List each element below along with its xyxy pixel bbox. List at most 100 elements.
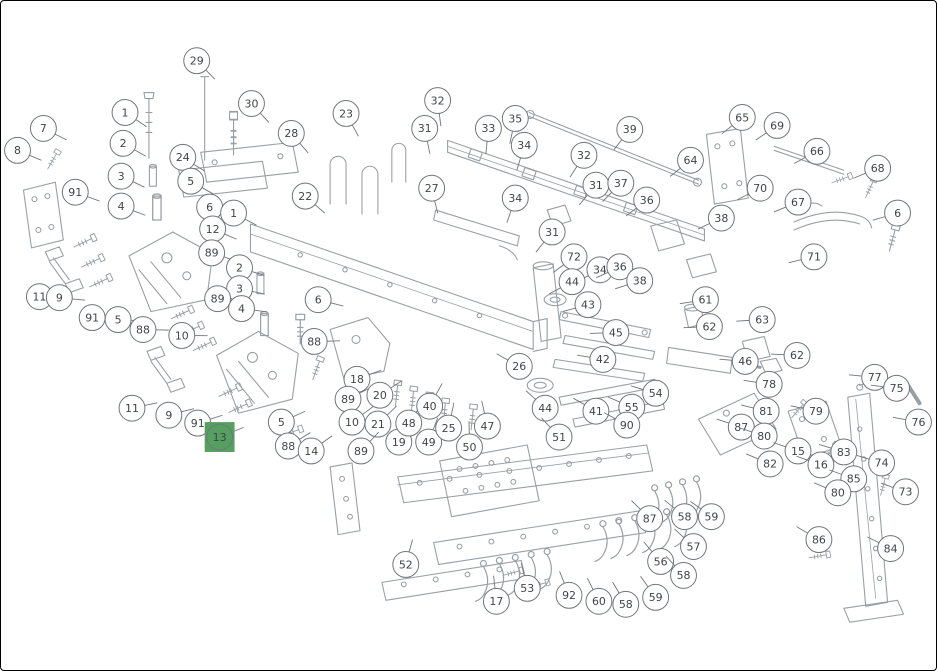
callout-38[interactable]: 38 [697, 204, 735, 232]
callout-59[interactable]: 59 [640, 576, 670, 611]
callout-78[interactable]: 78 [743, 370, 783, 398]
callout-5[interactable]: 5 [177, 167, 214, 195]
callout-11[interactable]: 11 [25, 283, 66, 311]
callout-75[interactable]: 75 [870, 374, 911, 402]
callout-56[interactable]: 56 [643, 541, 675, 575]
callout-36[interactable]: 36 [625, 186, 661, 217]
callout-28[interactable]: 28 [277, 119, 309, 154]
callout-81[interactable]: 81 [740, 397, 780, 425]
callout-7[interactable]: 7 [29, 114, 67, 142]
callout-58[interactable]: 58 [612, 581, 640, 618]
callout-42[interactable]: 42 [577, 345, 617, 373]
callout-29[interactable]: 29 [183, 47, 216, 80]
callout-20[interactable]: 20 [366, 380, 402, 409]
callout-80[interactable]: 80 [739, 422, 778, 450]
callout-47[interactable]: 47 [473, 400, 501, 440]
callout-88[interactable]: 88 [300, 328, 341, 355]
callout-23[interactable]: 23 [332, 100, 360, 137]
callout-49[interactable]: 49 [415, 417, 443, 456]
callout-13[interactable]: 13 [204, 422, 244, 452]
callout-87[interactable]: 87 [716, 413, 755, 441]
callout-82[interactable]: 82 [746, 450, 784, 478]
callout-22[interactable]: 22 [291, 182, 326, 214]
callout-91[interactable]: 91 [61, 178, 100, 206]
callout-1[interactable]: 1 [111, 99, 147, 128]
callout-91[interactable]: 91 [184, 409, 223, 437]
callout-32[interactable]: 32 [424, 87, 452, 127]
callout-68[interactable]: 68 [853, 154, 892, 182]
callout-9[interactable]: 9 [45, 284, 86, 312]
callout-31[interactable]: 31 [411, 114, 439, 154]
callout-89[interactable]: 89 [204, 285, 244, 313]
callout-32[interactable]: 32 [569, 141, 598, 178]
callout-66[interactable]: 66 [793, 137, 831, 165]
callout-27[interactable]: 27 [418, 174, 446, 214]
callout-10[interactable]: 10 [338, 406, 374, 436]
callout-45[interactable]: 45 [589, 319, 630, 346]
callout-3[interactable]: 3 [107, 162, 145, 190]
callout-37[interactable]: 37 [602, 169, 635, 202]
callout-86[interactable]: 86 [796, 526, 833, 554]
callout-16[interactable]: 16 [796, 451, 835, 479]
callout-44[interactable]: 44 [549, 268, 586, 296]
callout-63[interactable]: 63 [736, 306, 776, 334]
callout-61[interactable]: 61 [679, 286, 719, 314]
callout-79[interactable]: 79 [790, 397, 830, 425]
callout-92[interactable]: 92 [555, 571, 583, 609]
callout-9[interactable]: 9 [155, 401, 195, 429]
callout-38[interactable]: 38 [615, 267, 654, 295]
callout-21[interactable]: 21 [364, 405, 397, 438]
callout-77[interactable]: 77 [848, 363, 889, 391]
callout-4[interactable]: 4 [107, 192, 146, 220]
callout-64[interactable]: 64 [669, 146, 704, 177]
callout-14[interactable]: 14 [297, 435, 333, 465]
callout-72[interactable]: 72 [553, 243, 588, 273]
callout-2[interactable]: 2 [109, 129, 146, 157]
callout-57[interactable]: 57 [674, 528, 707, 560]
callout-84[interactable]: 84 [867, 535, 905, 562]
callout-67[interactable]: 67 [773, 188, 812, 216]
callout-6[interactable]: 6 [872, 199, 912, 227]
callout-62[interactable]: 62 [771, 341, 811, 369]
callout-26[interactable]: 26 [496, 352, 533, 380]
callout-52[interactable]: 52 [392, 539, 420, 578]
callout-46[interactable]: 46 [719, 347, 759, 375]
callout-31[interactable]: 31 [535, 218, 566, 253]
callout-6[interactable]: 6 [304, 286, 344, 314]
callout-58[interactable]: 58 [665, 556, 697, 589]
callout-35[interactable]: 35 [501, 105, 529, 144]
callout-59[interactable]: 59 [690, 500, 725, 531]
callout-39[interactable]: 39 [613, 115, 644, 151]
callout-4[interactable]: 4 [228, 295, 268, 323]
callout-51[interactable]: 51 [541, 417, 573, 451]
callout-73[interactable]: 73 [880, 478, 919, 506]
callout-71[interactable]: 71 [788, 243, 828, 271]
callout-74[interactable]: 74 [856, 449, 896, 477]
callout-76[interactable]: 76 [892, 408, 932, 436]
callout-33[interactable]: 33 [474, 114, 502, 155]
callout-48[interactable]: 48 [395, 401, 424, 437]
callout-18[interactable]: 18 [343, 365, 382, 393]
callout-89[interactable]: 89 [334, 385, 372, 413]
callout-40[interactable]: 40 [416, 383, 444, 420]
callout-17[interactable]: 17 [482, 575, 510, 615]
callout-58[interactable]: 58 [664, 499, 698, 531]
callout-15[interactable]: 15 [773, 437, 812, 465]
callout-44[interactable]: 44 [525, 390, 559, 422]
callout-88[interactable]: 88 [129, 316, 169, 343]
callout-36[interactable]: 36 [596, 253, 634, 281]
callout-83[interactable]: 83 [818, 438, 858, 466]
callout-89[interactable]: 89 [347, 431, 380, 465]
callout-80[interactable]: 80 [813, 479, 852, 507]
callout-10[interactable]: 10 [168, 322, 208, 349]
callout-54[interactable]: 54 [630, 379, 670, 407]
callout-87[interactable]: 87 [631, 500, 664, 533]
callout-34[interactable]: 34 [510, 131, 538, 171]
callout-24[interactable]: 24 [169, 143, 205, 172]
callout-5[interactable]: 5 [104, 306, 144, 334]
callout-43[interactable]: 43 [562, 291, 602, 319]
callout-34[interactable]: 34 [501, 184, 529, 223]
callout-62[interactable]: 62 [683, 313, 723, 340]
callout-11[interactable]: 11 [118, 394, 158, 422]
callout-50[interactable]: 50 [456, 421, 483, 461]
